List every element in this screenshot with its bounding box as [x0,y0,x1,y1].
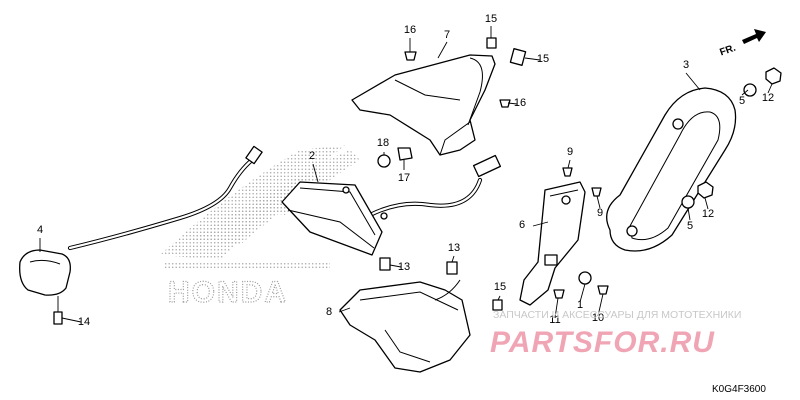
callout-18: 18 [377,137,389,149]
callout-8: 8 [326,306,332,318]
callout-17: 17 [398,172,410,184]
callout-13: 13 [448,242,460,254]
front-direction-label: FR. [718,43,737,59]
callout-11: 11 [549,314,560,326]
callout-6: 6 [519,219,525,231]
callout-9: 9 [567,146,573,158]
part-reflector-plate [606,87,737,252]
leader-lines [39,26,773,323]
fasteners [377,37,782,311]
callout-12: 12 [762,92,774,104]
callout-15: 15 [494,281,506,293]
callout-12: 12 [702,208,714,220]
site-tagline: ЗАПЧАСТИ И АКСЕССУАРЫ ДЛЯ МОТОТЕХНИКИ [493,309,741,321]
part-tail-housing [339,257,471,373]
callout-13: 13 [398,261,410,273]
callout-3: 3 [683,59,689,71]
callout-15: 15 [485,13,497,25]
front-arrow-icon [742,29,766,44]
part-upper-fender [351,54,496,156]
callout-15: 15 [537,53,549,65]
honda-wordmark: HONDA [168,276,288,309]
part-bracket [519,181,586,306]
callout-10: 10 [592,312,604,324]
callout-1: 1 [577,299,583,311]
callout-14: 14 [78,316,90,328]
callout-16: 16 [404,24,416,36]
part-license-light [19,145,263,325]
callout-4: 4 [37,224,43,236]
part-tail-light [281,154,502,256]
callout-16: 16 [514,97,526,109]
callout-5: 5 [687,220,693,232]
callout-9: 9 [597,207,603,219]
diagram-code: K0G4F3600 [712,384,766,395]
callout-2: 2 [309,150,315,162]
site-name-watermark: PARTSFOR.RU [490,326,715,359]
front-direction-indicator: FR. [718,29,766,59]
callout-5: 5 [739,95,745,107]
callout-7: 7 [444,29,450,41]
